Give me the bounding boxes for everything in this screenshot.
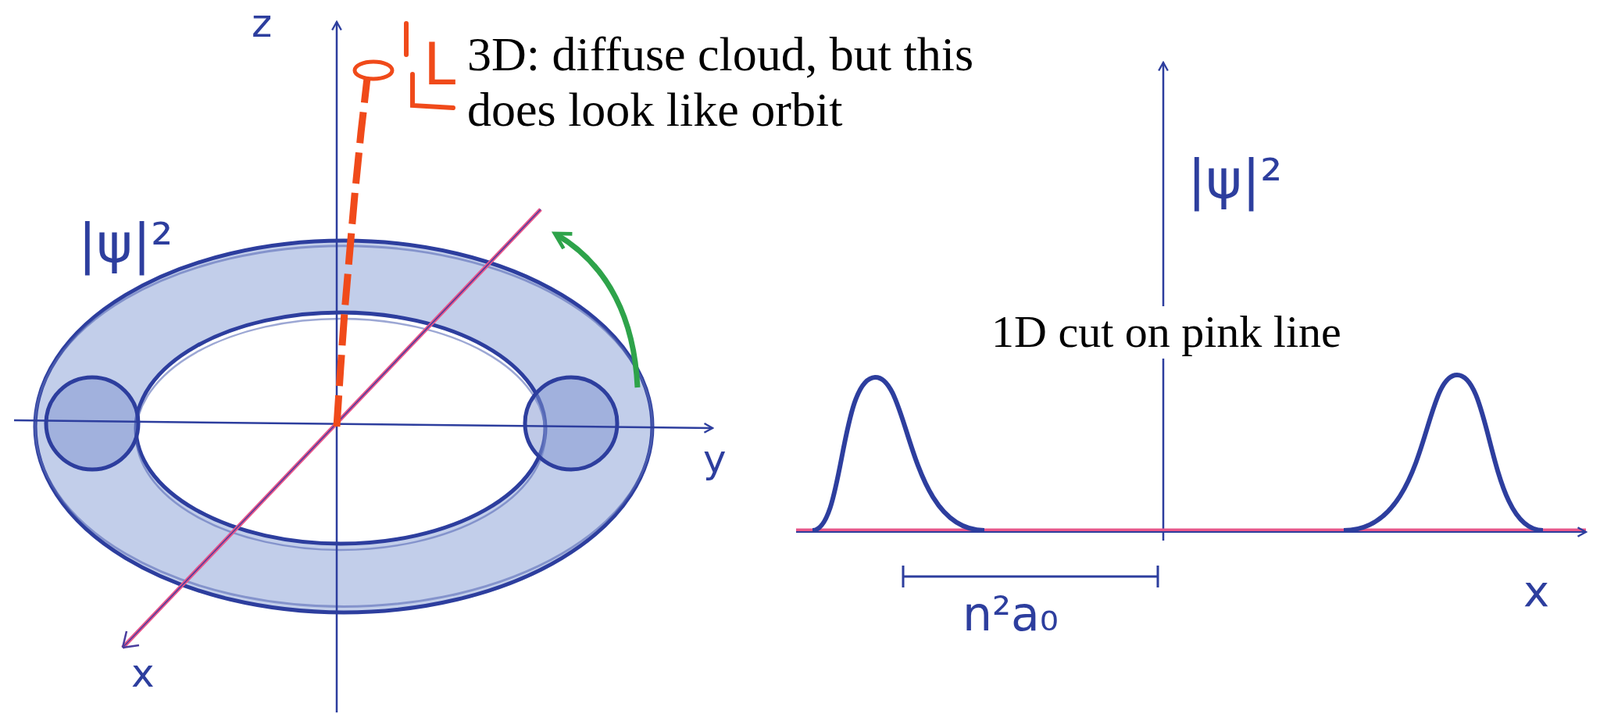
left-peak — [812, 377, 985, 531]
psi-squared-label: |ψ|² — [1187, 148, 1283, 212]
rotation-arrow — [556, 234, 638, 388]
cut-note: 1D cut on pink line — [988, 306, 1345, 359]
x-arrowhead — [122, 631, 140, 648]
axis-label: y — [703, 437, 727, 483]
axis-label: x — [1523, 566, 1550, 617]
vector-label: L — [423, 31, 456, 98]
vertical-axis — [1162, 62, 1165, 541]
psi-squared-label: |ψ|² — [78, 212, 173, 276]
pink-line — [796, 528, 1586, 533]
y-axis — [14, 420, 713, 429]
axis-label: x — [131, 651, 155, 697]
distance-bracket — [903, 565, 1158, 588]
x-axis-right — [796, 531, 1586, 533]
x-axis — [122, 209, 541, 648]
note-text: 3D: diffuse cloud, but this does look li… — [467, 26, 1030, 139]
axis-label: z — [251, 1, 272, 47]
distance-label: n²a₀ — [962, 587, 1059, 642]
pink-x-axis — [122, 209, 541, 648]
right-peak — [1343, 375, 1543, 531]
